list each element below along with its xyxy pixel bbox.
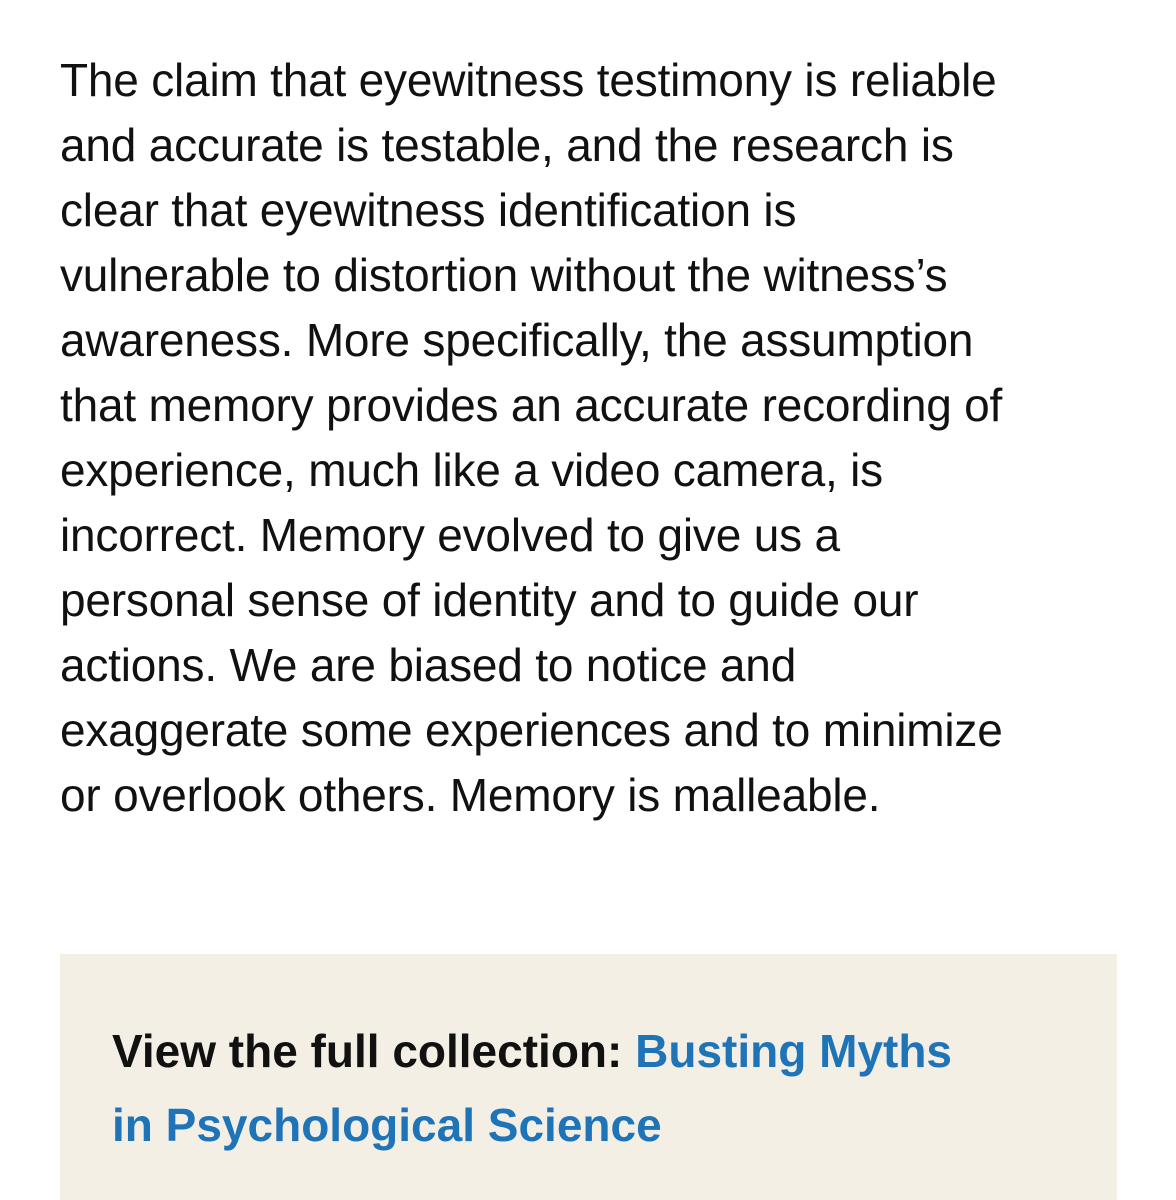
collection-link-line2: in Psychological Science	[112, 1099, 662, 1151]
collection-prefix: View the full collection:	[112, 1025, 636, 1077]
article-body: The claim that eyewitness testimony is r…	[60, 48, 1130, 828]
collection-text: View the full collection: Busting Myths i…	[112, 1014, 1092, 1162]
collection-callout: View the full collection: Busting Myths i…	[60, 954, 1117, 1200]
article-paragraph: The claim that eyewitness testimony is r…	[60, 54, 1003, 821]
collection-link[interactable]: Busting Myths in Psychological Science	[112, 1025, 952, 1151]
collection-link-line1: Busting Myths	[635, 1025, 953, 1077]
